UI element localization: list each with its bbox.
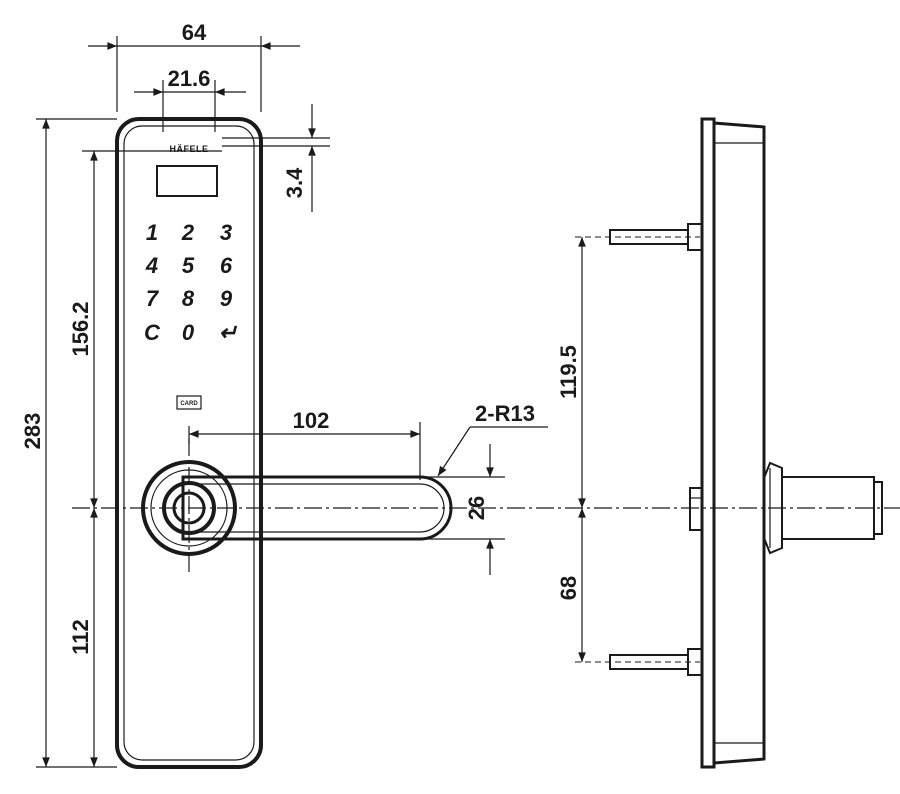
- side-spindle-back: [689, 487, 703, 531]
- card-reader-label: CARD: [180, 401, 198, 407]
- card-reader-icon: [176, 395, 202, 410]
- dim-label-upper-height: 156.2: [68, 301, 93, 356]
- upper-mounting-screw: [575, 223, 703, 251]
- dim-label-overall-height: 283: [20, 413, 45, 450]
- side-back-plate: [700, 117, 716, 769]
- lower-mounting-screw: [575, 648, 703, 676]
- side-view: [575, 117, 883, 769]
- key-6[interactable]: 6: [220, 253, 233, 278]
- key-9[interactable]: 9: [220, 286, 233, 311]
- key-enter[interactable]: ↵: [219, 320, 238, 345]
- key-2[interactable]: 2: [181, 220, 195, 245]
- lock-plate-inner: [123, 125, 255, 761]
- display-window: [156, 165, 218, 197]
- key-1[interactable]: 1: [146, 220, 158, 245]
- brand-logo: HÄFELE: [170, 144, 209, 154]
- dimension-upper-fixing: 119.5: [556, 237, 586, 508]
- dim-label-display-width: 21.6: [168, 66, 211, 91]
- dim-label-upper-fixing: 119.5: [556, 345, 581, 399]
- key-5[interactable]: 5: [182, 253, 195, 278]
- lock-plate-outer: [115, 117, 263, 769]
- keypad: 1 2 3 4 5 6 7 8 9 C 0 ↵: [144, 220, 238, 345]
- dim-label-handle-width: 26: [464, 496, 489, 520]
- dimension-lower-height: 112: [68, 507, 98, 768]
- dimension-handle-radius: 2-R13: [437, 401, 548, 477]
- dimension-upper-height: 156.2: [68, 150, 222, 508]
- dimension-handle-length: 102: [188, 408, 421, 480]
- dim-label-handle-radius: 2-R13: [475, 401, 535, 426]
- dimension-top-offset: 3.4: [222, 104, 330, 212]
- key-7[interactable]: 7: [146, 286, 160, 311]
- side-handle-rose: [763, 461, 783, 555]
- dimension-overall-height: 283: [20, 118, 117, 768]
- key-8[interactable]: 8: [182, 286, 195, 311]
- front-view: HÄFELE 1 2 3 4 5 6 7 8 9 C 0 ↵ CARD: [115, 117, 453, 769]
- dim-label-lower-fixing: 68: [556, 576, 581, 600]
- side-body: [712, 121, 766, 765]
- key-0[interactable]: 0: [182, 320, 195, 345]
- dimension-handle-width: 26: [420, 444, 505, 575]
- dim-label-top-offset: 3.4: [282, 167, 307, 198]
- key-3[interactable]: 3: [220, 220, 232, 245]
- dim-label-overall-width: 64: [182, 20, 207, 45]
- dim-label-lower-height: 112: [68, 619, 93, 655]
- dimension-display-width: 21.6: [134, 66, 246, 132]
- side-handle-tip: [873, 481, 883, 535]
- key-clear[interactable]: C: [144, 320, 161, 345]
- key-4[interactable]: 4: [145, 253, 158, 278]
- dimension-overall-width: 64: [88, 20, 300, 112]
- dim-label-handle-length: 102: [293, 408, 330, 433]
- handle-lever: [181, 475, 453, 541]
- dimension-lower-fixing: 68: [556, 507, 586, 663]
